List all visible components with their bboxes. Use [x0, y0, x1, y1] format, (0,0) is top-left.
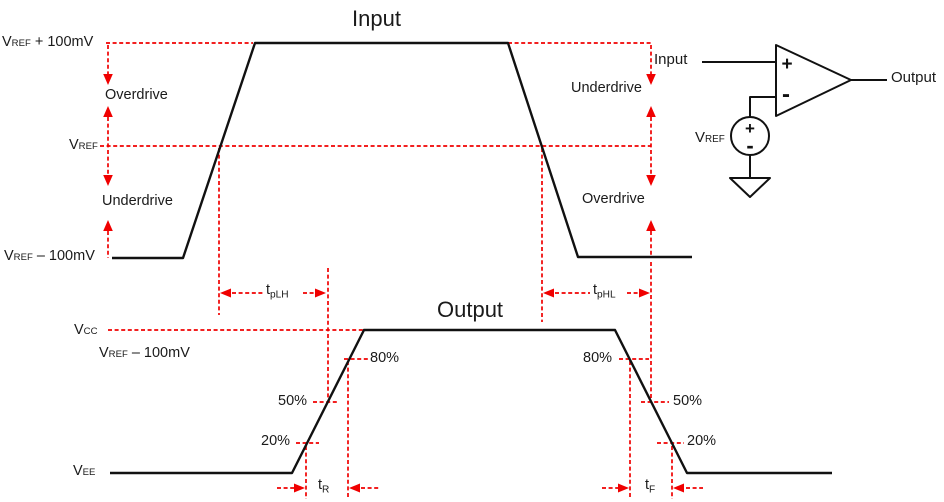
opamp-plus-symbol: +: [781, 54, 792, 75]
rise-80-label: 80%: [370, 350, 400, 366]
right-drive-arrows: [646, 45, 656, 257]
circuit-vref-label: VREF: [695, 129, 725, 146]
tplh-label: tpLH: [266, 282, 289, 301]
vref-label: VREF: [69, 137, 98, 153]
rise-50-label: 50%: [278, 393, 308, 409]
tphl-arrow: [543, 288, 650, 298]
arrow-right-icon: [315, 288, 326, 298]
comparator-circuit: + - + -: [702, 44, 887, 198]
rise-20-label: 20%: [261, 433, 291, 449]
annotation-lines: [100, 42, 684, 499]
arrow-up-icon: [646, 106, 656, 117]
source-minus-symbol: -: [746, 133, 753, 158]
tplh-arrow: [220, 288, 326, 298]
arrow-up-icon: [103, 220, 113, 231]
vref-plus-100mv-label: VREF + 100mV: [2, 34, 94, 50]
opamp-triangle-icon: [775, 44, 852, 117]
underdrive-right-label: Underdrive: [571, 80, 642, 96]
circuit-output-label: Output: [891, 69, 937, 86]
fall-50-label: 50%: [673, 393, 703, 409]
output-waveform: [110, 328, 832, 475]
arrow-down-icon: [103, 175, 113, 186]
tf-label: tF: [645, 477, 656, 496]
arrow-right-icon: [294, 483, 305, 493]
input-waveform: [112, 41, 692, 260]
tr-label: tR: [318, 477, 330, 496]
vref-minus-100mv-label: VREF – 100mV: [4, 248, 95, 264]
underdrive-left-label: Underdrive: [102, 193, 173, 209]
left-drive-arrows: [103, 45, 113, 258]
overdrive-left-label: Overdrive: [105, 87, 168, 103]
arrow-left-icon: [543, 288, 554, 298]
opamp-minus-symbol: -: [782, 81, 790, 108]
tr-arrow: [277, 483, 379, 493]
arrow-up-icon: [646, 220, 656, 231]
arrow-down-icon: [646, 74, 656, 85]
arrow-down-icon: [103, 74, 113, 85]
arrow-left-icon: [349, 483, 360, 493]
circuit-input-label: Input: [654, 51, 688, 68]
vee-label: VEE: [73, 463, 96, 479]
fall-20-label: 20%: [687, 433, 717, 449]
source-plus-symbol: +: [745, 119, 755, 138]
fall-80-label: 80%: [583, 350, 613, 366]
arrow-up-icon: [103, 106, 113, 117]
arrow-left-icon: [673, 483, 684, 493]
output-title: Output: [437, 297, 504, 322]
input-title: Input: [352, 6, 401, 31]
tphl-label: tpHL: [593, 282, 616, 301]
output-vref-minus-label: VREF – 100mV: [99, 345, 190, 361]
inverting-input-wire: [749, 96, 776, 117]
arrow-down-icon: [646, 175, 656, 186]
arrow-right-icon: [639, 288, 650, 298]
ground-icon: [729, 177, 771, 198]
overdrive-right-label: Overdrive: [582, 191, 645, 207]
tf-arrow: [602, 483, 703, 493]
arrow-right-icon: [618, 483, 629, 493]
vcc-label: VCC: [74, 322, 98, 338]
arrow-left-icon: [220, 288, 231, 298]
